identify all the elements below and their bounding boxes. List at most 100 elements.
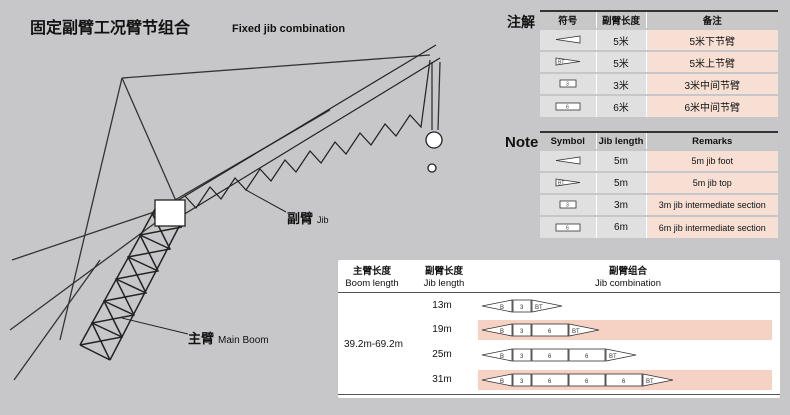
jib-section-label: 6 [585,379,589,385]
jib-section [481,323,513,337]
crane-drawing [9,44,443,381]
divider [338,394,780,395]
jib-section-label: 6 [548,379,552,385]
jib-section [568,348,606,362]
jib-section [568,323,600,337]
length-cell: 6米 [595,94,646,117]
svg-text:6: 6 [566,104,569,110]
section-3-symbol-icon: 3 [555,79,581,88]
crane-head [154,131,443,227]
jib-foot-symbol-icon [555,35,581,44]
combination-row: 25m B 3 6 6 BT [422,345,772,365]
length-cell: 6m [595,215,646,238]
jib-section-label: 6 [548,354,552,360]
remark-cell: 6m jib intermediate section [645,215,778,238]
jib-length-value: 25m [432,349,452,360]
table-row: 3 3m 3m jib intermediate section [540,193,778,216]
jib-section-label: B [500,354,504,360]
jib-section-label: 6 [585,354,589,360]
remark-cell: 5m jib foot [645,149,778,172]
length-cell: 5m [595,149,646,172]
table-row: 6 6m 6m jib intermediate section [540,215,778,238]
remark-cell: 3m jib intermediate section [645,193,778,216]
jib-section [481,373,513,387]
header-length: 副臂长度 [595,11,646,29]
jib-section [481,299,513,313]
notes-en-label: Note [505,134,539,151]
jib-section [642,373,674,387]
header-symbol: Symbol [540,132,596,150]
symbol-cell: BT [540,171,596,194]
svg-text:BT: BT [558,181,564,187]
jib-section [531,299,563,313]
jib-top-symbol-icon: BT [555,178,581,187]
jib-section-label: 3 [520,354,524,360]
header-jib-combination-cn: 副臂组合 [608,266,647,277]
svg-text:6: 6 [566,225,569,231]
jib-length-value: 13m [432,300,452,311]
table-row: 5m 5m jib foot [540,149,778,172]
header-jib-combination-en: Jib combination [594,278,661,289]
symbol-cell: BT [540,50,596,73]
jib-section [568,373,606,387]
remark-cell: 6米中间节臂 [645,94,778,117]
jib-section [605,373,643,387]
jib-section [531,323,569,337]
svg-text:3: 3 [566,82,569,88]
symbol-cell: 6 [540,94,596,117]
jib-label-cn: 副臂 [287,211,314,226]
jib-label-en: Jib [317,215,329,225]
table-row: BT 5m 5m jib top [540,171,778,194]
notes-table-cn: 符号 副臂长度 备注 5米 5米下节臂 BT 5米 5米上节臂 3 3米 3米中… [540,10,778,117]
remark-cell: 5米上节臂 [645,50,778,73]
symbol-cell: 6 [540,215,596,238]
page-title: 固定副臂工况臂节组合 [30,20,191,37]
jib-section-label: 3 [520,305,524,311]
svg-text:3: 3 [566,203,569,209]
length-cell: 3m [595,193,646,216]
notes-cn-label: 注解 [507,14,535,30]
remark-cell: 3米中间节臂 [645,72,778,95]
jib-section [512,348,532,362]
jib-section [531,348,569,362]
length-cell: 5m [595,171,646,194]
jib-section [481,348,513,362]
symbol-cell [540,149,596,172]
header-remark: Remarks [645,132,778,150]
jib-section-label: BT [572,329,580,335]
header-remark: 备注 [645,11,778,29]
jib-length-value: 31m [432,374,452,385]
table-row: BT 5米 5米上节臂 [540,50,778,73]
jib-section [512,323,532,337]
jib-section [512,373,532,387]
jib-section-label: B [500,329,504,335]
jib-section-label: BT [646,379,654,385]
jib-length-value: 19m [432,324,452,335]
main-boom [79,199,186,361]
jib-section [512,299,532,313]
jib-section-label: 3 [520,329,524,335]
boom-range: 39.2m-69.2m [344,339,403,350]
jib-section-label: B [500,305,504,311]
symbol-cell [540,28,596,51]
table-row: 3 3米 3米中间节臂 [540,72,778,95]
header-jib-length-cn: 副臂长度 [424,266,463,277]
remark-cell: 5米下节臂 [645,28,778,51]
table-row: 6 6米 6米中间节臂 [540,94,778,117]
jib-section-label: BT [609,354,617,360]
length-cell: 5米 [595,28,646,51]
jib-section-label: 3 [520,379,524,385]
jib-top-symbol-icon: BT [555,57,581,66]
symbol-cell: 3 [540,193,596,216]
notes-table-en: Symbol Jib length Remarks 5m 5m jib foot… [540,131,778,238]
